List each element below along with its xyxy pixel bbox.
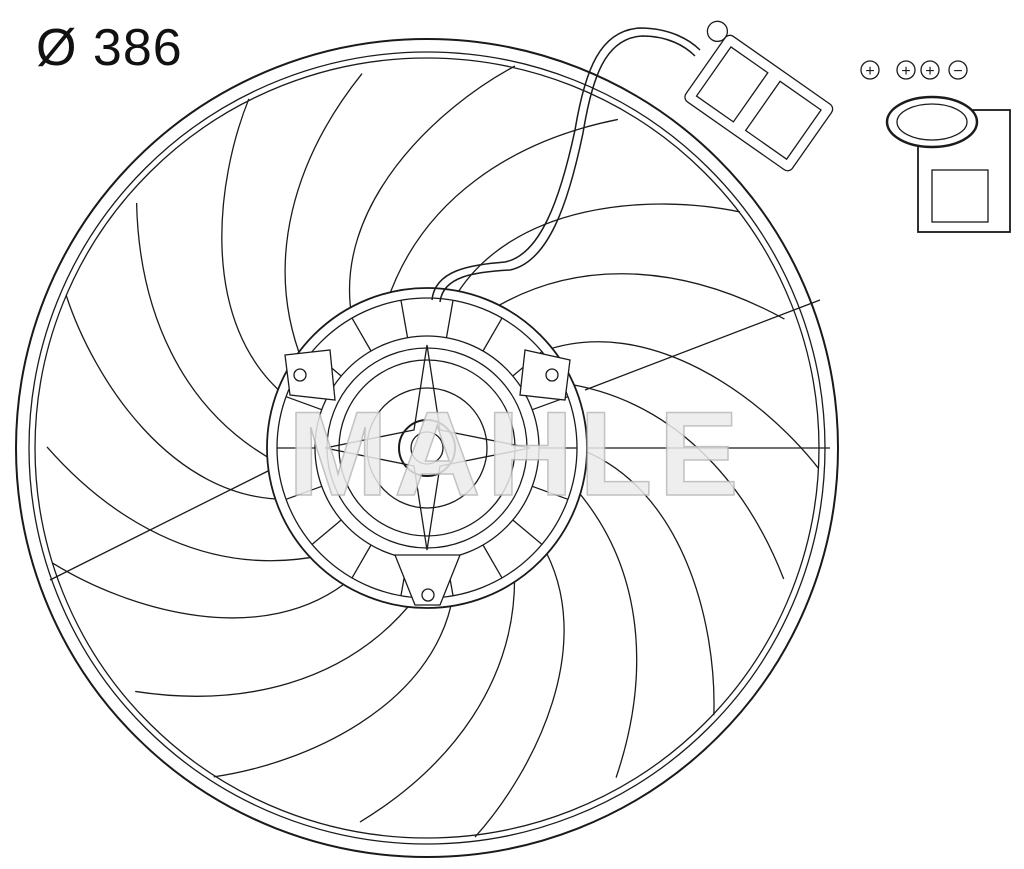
blade-trailing-edge bbox=[488, 273, 785, 320]
hub-rib bbox=[482, 317, 503, 352]
power-cable bbox=[431, 27, 701, 303]
connector-pin-labels: + + + − bbox=[860, 60, 968, 80]
hub-rib bbox=[311, 519, 342, 545]
pin-polarity-label: − bbox=[953, 63, 962, 80]
blade-leading-edge bbox=[213, 595, 454, 778]
blade-trailing-edge bbox=[284, 73, 363, 364]
blade-leading-edge bbox=[221, 98, 287, 398]
pin-circle bbox=[920, 60, 940, 80]
hub-struts bbox=[49, 299, 830, 581]
blade-leading-edge bbox=[576, 447, 715, 716]
hub-rib bbox=[400, 300, 409, 338]
hub-rib bbox=[351, 544, 372, 579]
hub-rib bbox=[445, 300, 454, 338]
blade-leading-edge bbox=[452, 203, 741, 301]
blade-leading-edge bbox=[474, 544, 565, 838]
pin-circle bbox=[860, 60, 880, 80]
blade-trailing-edge bbox=[385, 118, 619, 304]
blade-trailing-edge bbox=[571, 484, 638, 778]
blade-leading-edge bbox=[65, 294, 287, 500]
pin-circle bbox=[948, 60, 968, 80]
pin-circle bbox=[896, 60, 916, 80]
blade-trailing-edge bbox=[359, 569, 516, 823]
blade-trailing-edge bbox=[562, 382, 785, 580]
hub-rib bbox=[532, 485, 569, 500]
hub-rib bbox=[285, 396, 322, 411]
hub-rib bbox=[512, 519, 543, 545]
motor-hub bbox=[266, 287, 588, 609]
blade-leading-edge bbox=[541, 341, 819, 469]
connector-plug bbox=[684, 20, 834, 172]
pin-polarity-label: + bbox=[865, 63, 874, 80]
diameter-label: Ø 386 bbox=[36, 19, 183, 77]
blade-trailing-edge bbox=[46, 446, 323, 562]
hub-rib bbox=[482, 544, 503, 579]
pin-polarity-label: + bbox=[901, 63, 910, 80]
blade-leading-edge bbox=[51, 562, 353, 619]
blade-trailing-edge bbox=[135, 202, 279, 464]
pin-polarity-label: + bbox=[925, 63, 934, 80]
hub-rib bbox=[285, 485, 322, 500]
hub-rib bbox=[351, 317, 372, 352]
blade-trailing-edge bbox=[135, 597, 417, 697]
fan-blades bbox=[46, 65, 819, 838]
blade-leading-edge bbox=[349, 65, 516, 319]
connector-detail bbox=[885, 95, 1011, 233]
brand-watermark: MAHLE bbox=[287, 386, 745, 522]
